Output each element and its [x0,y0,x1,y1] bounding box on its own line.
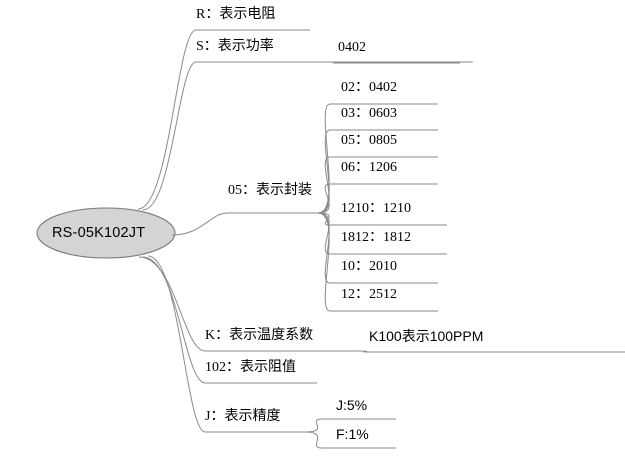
branch-label-k[interactable]: K：表示温度系数 [205,328,314,343]
child-label-pkg-3[interactable]: 06：1206 [341,160,397,175]
branch-label-s[interactable]: S：表示功率 [196,39,274,54]
branch-curve-res [142,256,206,384]
child-curve-pkg-7 [317,212,331,312]
child-label-tol-1[interactable]: F:1% [336,426,369,442]
branch-label-tol[interactable]: J：表示精度 [205,409,281,424]
child-curve-pkg-3 [317,183,331,214]
child-label-pkg-5[interactable]: 1812：1812 [341,230,411,245]
branch-curve-pkg [171,212,229,236]
branch-curve-s [142,61,197,211]
branch-label-pkg[interactable]: 05：表示封装 [228,183,312,198]
child-label-k-0[interactable]: K100表示100PPM [369,328,484,344]
branch-curve-k [138,256,206,352]
child-label-pkg-6[interactable]: 10：2010 [341,259,397,274]
branch-curve-tol [147,255,206,433]
branch-label-r[interactable]: R：表示电阻 [196,7,276,22]
root-node-label: RS-05K102JT [52,225,146,241]
child-label-pkg-1[interactable]: 03：0603 [341,106,397,121]
child-curve-pkg-2 [317,156,331,214]
child-label-pkg-0[interactable]: 02：0402 [341,80,397,95]
child-label-pkg-4[interactable]: 1210：1210 [341,201,411,216]
branch-curve-r [137,29,197,210]
child-curve-k-0 [354,350,370,353]
child-curve-pkg-1 [317,129,331,214]
child-curve-pkg-5 [317,212,331,255]
child-label-pkg-2[interactable]: 05：0805 [341,133,397,148]
branch-label-res[interactable]: 102：表示阻值 [205,360,296,375]
child-curve-tol-0 [304,418,323,433]
child-curve-pkg-4 [317,212,331,226]
root-ellipse [36,207,176,259]
child-label-tol-0[interactable]: J:5% [336,397,368,413]
child-label-s-0[interactable]: 0402 [338,40,366,55]
child-curve-tol-1 [304,431,323,449]
child-label-pkg-7[interactable]: 12：2512 [341,287,397,302]
child-curve-pkg-0 [317,103,331,214]
